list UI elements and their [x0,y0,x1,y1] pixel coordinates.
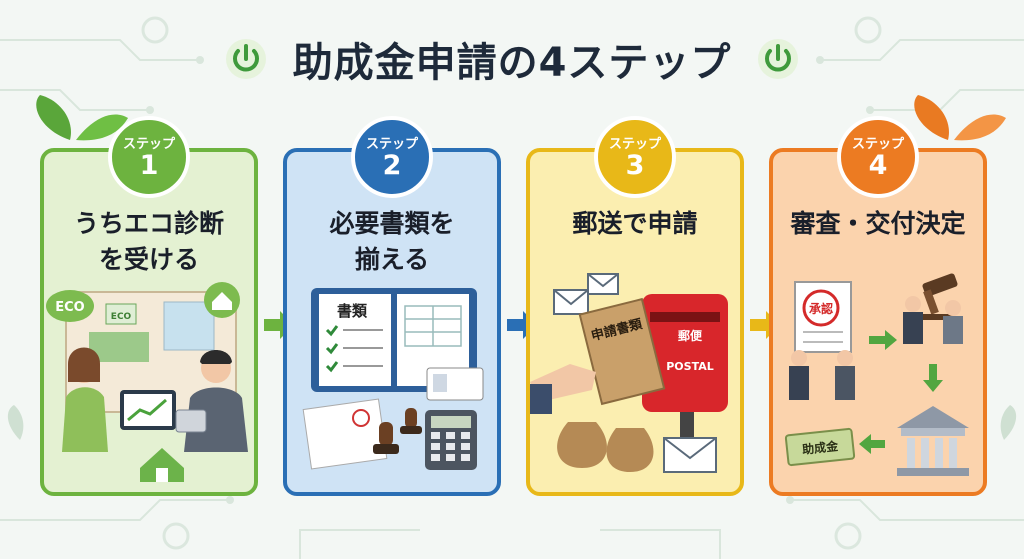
step-heading-line2: を受ける [98,245,199,274]
step-label: ステップ [608,137,661,152]
leaf-icon [914,95,1006,141]
step-label: ステップ [365,137,418,152]
step-label: ステップ [851,137,904,152]
step-badge: ステップ 4 [837,116,919,198]
money-bag-icon [557,422,654,472]
gavel-icon [922,273,958,320]
step-heading: 郵送で申請 [530,206,740,242]
postbox-top: 郵便 [678,328,703,343]
postbox-label: POSTAL [666,360,714,373]
step-card-1: ステップ 1 うちエコ診断 を受ける ECO ECO [40,116,258,496]
bank-icon [897,406,969,476]
approval-illustration: 承認 助成金 [784,273,969,476]
handshake-icon [789,296,963,400]
step-heading-line1: 郵送で申請 [572,209,698,238]
step-number: 4 [868,150,888,181]
money-icon: 助成金 [784,427,856,467]
step-number: 1 [139,150,159,181]
eco-bubble: ECO [55,300,84,315]
step-label: ステップ [122,137,175,152]
kraft-envelope: 申請書類 [578,297,666,406]
money-label: 助成金 [801,438,839,457]
documents-illustration: 書類 [302,288,484,470]
power-icon [226,39,267,79]
page-title: 助成金申請の4ステップ [292,40,732,86]
binder-icon: 書類 [311,288,477,392]
stamp-icon [373,408,422,454]
mail-illustration: 郵便 POSTAL 申請書類 [530,273,728,473]
step-badge: ステップ 3 [594,116,676,198]
envelope-icon [553,273,619,315]
step-heading: うちエコ診断 を受ける [44,206,254,278]
step-number: 3 [625,150,645,181]
leaf-icon [7,405,1017,440]
step-card-2: ステップ 2 必要書類を 揃える 書類 [283,116,501,496]
eco-diagnosis-illustration: ECO ECO [46,282,248,482]
step-card-4: ステップ 4 審査・交付決定 承認 助成金 [769,116,987,496]
step-heading: 審査・交付決定 [773,206,983,242]
leaf-icon [36,95,128,141]
page-title-row: 助成金申請の4ステップ [0,30,1024,88]
step-badge: ステップ 2 [351,116,433,198]
step-heading-line1: 必要書類を [329,209,455,238]
approval-stamp: 承認 [809,301,833,316]
step-heading-line2: 揃える [354,245,430,274]
step-card-3: ステップ 3 郵送で申請 郵便 POSTAL 申請書類 [526,116,744,496]
step-heading-line1: うちエコ診断 [73,209,224,238]
calculator-icon [425,410,477,470]
step-heading-line1: 審査・交付決定 [790,209,966,238]
envelope-icon [663,437,717,473]
step-number: 2 [382,150,402,181]
power-icon [757,39,798,79]
document-icon [302,398,388,470]
binder-label: 書類 [337,302,368,320]
step-badge: ステップ 1 [108,116,190,198]
step-heading: 必要書類を 揃える [287,206,497,278]
eco-sign: ECO [111,312,132,322]
